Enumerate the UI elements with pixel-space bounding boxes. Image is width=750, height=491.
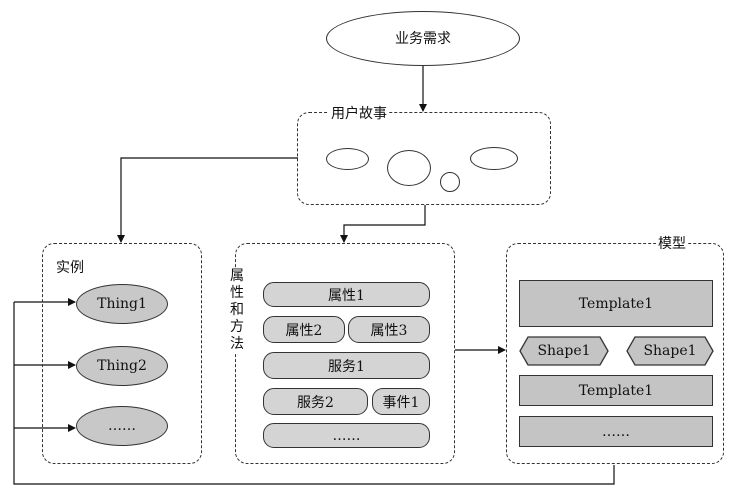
arrow-story-to-instances	[117, 157, 298, 243]
service-2-label: 服务2	[297, 394, 334, 411]
attributes-label: 属性和方法	[229, 268, 245, 353]
model-box	[506, 243, 724, 464]
instance-thing2: Thing2	[76, 346, 168, 386]
attr-more: ……	[263, 423, 430, 448]
attr-2-label: 属性2	[285, 322, 323, 339]
instances-label: 实例	[56, 260, 84, 276]
model-template-top-label: Template1	[578, 295, 654, 312]
arrow-story-to-attributes	[340, 205, 426, 243]
instances-box	[42, 243, 202, 464]
model-template-bottom-label: Template1	[578, 382, 654, 399]
feedback-loop-line	[13, 302, 615, 485]
model-shape-right	[626, 336, 714, 366]
attr-1: 属性1	[263, 282, 430, 307]
model-shape-right-label: Shape1	[643, 343, 697, 359]
story-ellipse-1	[326, 148, 369, 170]
business-need-label: 业务需求	[395, 30, 451, 47]
service-2: 服务2	[263, 388, 368, 415]
event-1-label: 事件1	[382, 394, 420, 411]
event-1: 事件1	[372, 388, 430, 415]
attr-3: 属性3	[348, 316, 430, 343]
user-story-box	[297, 112, 551, 205]
story-ellipse-2	[387, 150, 431, 186]
story-ellipse-4	[470, 147, 518, 170]
instance-thing1: Thing1	[76, 284, 168, 324]
model-template-bottom: Template1	[519, 375, 713, 406]
model-shape-left-label: Shape1	[537, 343, 591, 359]
attr-1-label: 属性1	[328, 287, 365, 304]
service-1-label: 服务1	[328, 358, 365, 375]
attr-2: 属性2	[263, 316, 345, 343]
user-story-label: 用户故事	[329, 106, 389, 122]
instance-more: ……	[76, 406, 168, 446]
model-more: ……	[519, 416, 713, 447]
model-template-top: Template1	[519, 280, 713, 327]
model-label: 模型	[656, 236, 688, 252]
service-1: 服务1	[263, 352, 430, 379]
instance-more-label: ……	[108, 418, 136, 434]
instance-thing1-label: Thing1	[97, 296, 147, 312]
business-need-node: 业务需求	[326, 11, 520, 66]
attr-3-label: 属性3	[370, 322, 408, 339]
instance-thing2-label: Thing2	[97, 358, 147, 374]
attr-more-label: ……	[332, 427, 361, 444]
story-ellipse-3	[440, 172, 460, 192]
model-shape-left	[519, 336, 609, 366]
attributes-box	[235, 243, 455, 464]
model-more-label: ……	[602, 423, 630, 440]
